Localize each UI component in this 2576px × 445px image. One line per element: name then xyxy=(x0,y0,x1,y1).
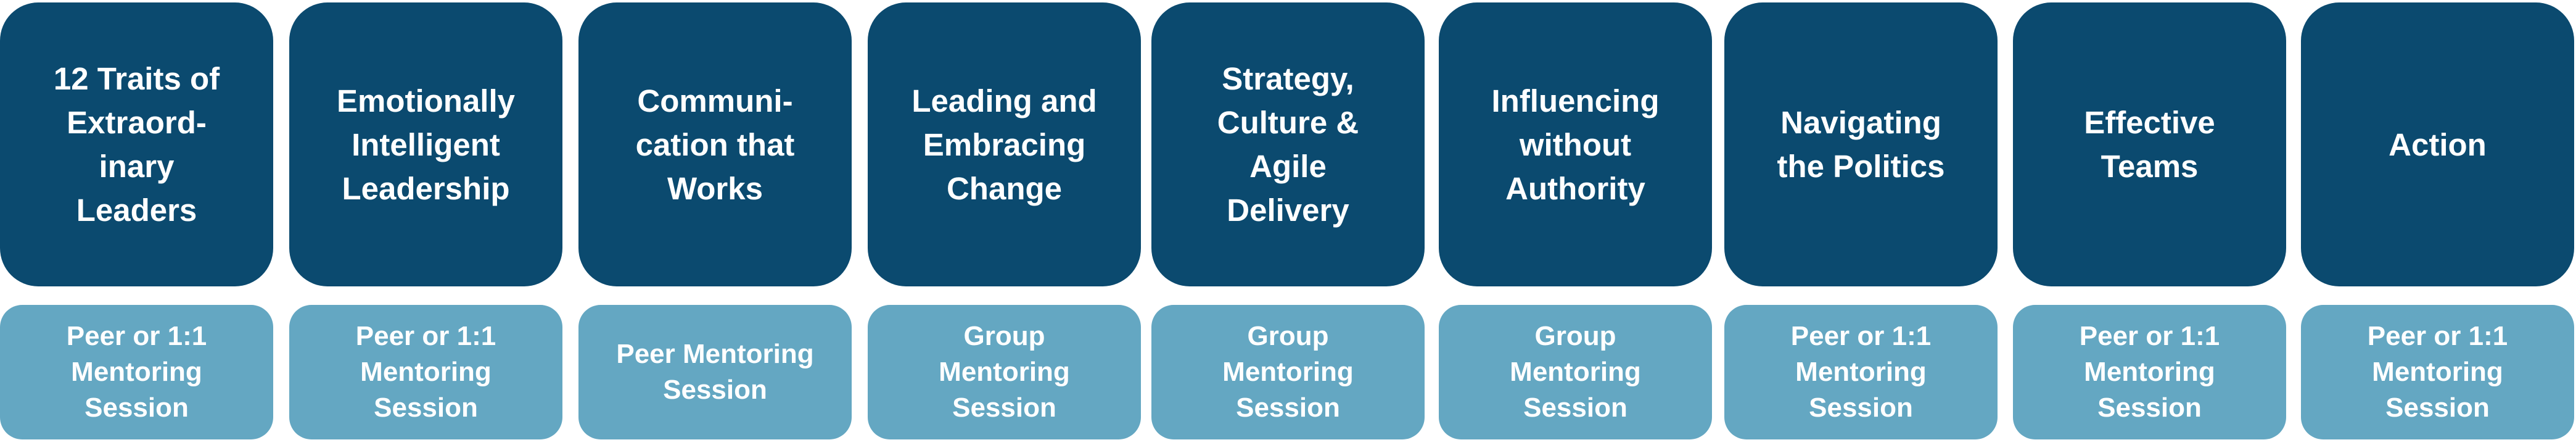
topic-label: Leading and Embracing Change xyxy=(911,83,1097,206)
session-label: Peer or 1:1 Mentoring Session xyxy=(2079,321,2220,423)
session-label: Peer or 1:1 Mentoring Session xyxy=(355,321,496,423)
session-box: Peer or 1:1 Mentoring Session xyxy=(0,305,273,439)
session-label: Peer or 1:1 Mentoring Session xyxy=(2367,321,2508,423)
topic-label: Effective Teams xyxy=(2084,105,2215,184)
session-box: Peer or 1:1 Mentoring Session xyxy=(289,305,562,439)
session-box: Group Mentoring Session xyxy=(868,305,1141,439)
topic-label: Strategy, Culture & Agile Delivery xyxy=(1217,61,1359,228)
topic-box: Leading and Embracing Change xyxy=(868,2,1141,286)
topic-box: Emotionally Intelligent Leadership xyxy=(289,2,562,286)
session-label: Peer Mentoring Session xyxy=(616,339,814,405)
topic-label: Communi- cation that Works xyxy=(635,83,795,206)
session-box: Peer or 1:1 Mentoring Session xyxy=(2013,305,2286,439)
topic-box: Strategy, Culture & Agile Delivery xyxy=(1151,2,1425,286)
session-box: Peer or 1:1 Mentoring Session xyxy=(1724,305,1998,439)
topic-box: Communi- cation that Works xyxy=(578,2,852,286)
topic-box: Action xyxy=(2301,2,2574,286)
topic-label: 12 Traits of Extraord- inary Leaders xyxy=(53,61,220,228)
topic-box: Effective Teams xyxy=(2013,2,2286,286)
session-box: Group Mentoring Session xyxy=(1151,305,1425,439)
session-label: Peer or 1:1 Mentoring Session xyxy=(66,321,207,423)
topic-box: Navigating the Politics xyxy=(1724,2,1998,286)
topic-label: Navigating the Politics xyxy=(1777,105,1945,184)
session-label: Group Mentoring Session xyxy=(1222,321,1354,423)
topic-box: Influencing without Authority xyxy=(1439,2,1712,286)
session-label: Peer or 1:1 Mentoring Session xyxy=(1790,321,1932,423)
session-label: Group Mentoring Session xyxy=(1510,321,1641,423)
topic-label: Action xyxy=(2389,127,2487,162)
topic-label: Influencing without Authority xyxy=(1491,83,1660,206)
session-box: Peer or 1:1 Mentoring Session xyxy=(2301,305,2574,439)
session-box: Group Mentoring Session xyxy=(1439,305,1712,439)
topic-label: Emotionally Intelligent Leadership xyxy=(336,83,516,206)
session-label: Group Mentoring Session xyxy=(939,321,1070,423)
session-box: Peer Mentoring Session xyxy=(578,305,852,439)
topic-box: 12 Traits of Extraord- inary Leaders xyxy=(0,2,273,286)
